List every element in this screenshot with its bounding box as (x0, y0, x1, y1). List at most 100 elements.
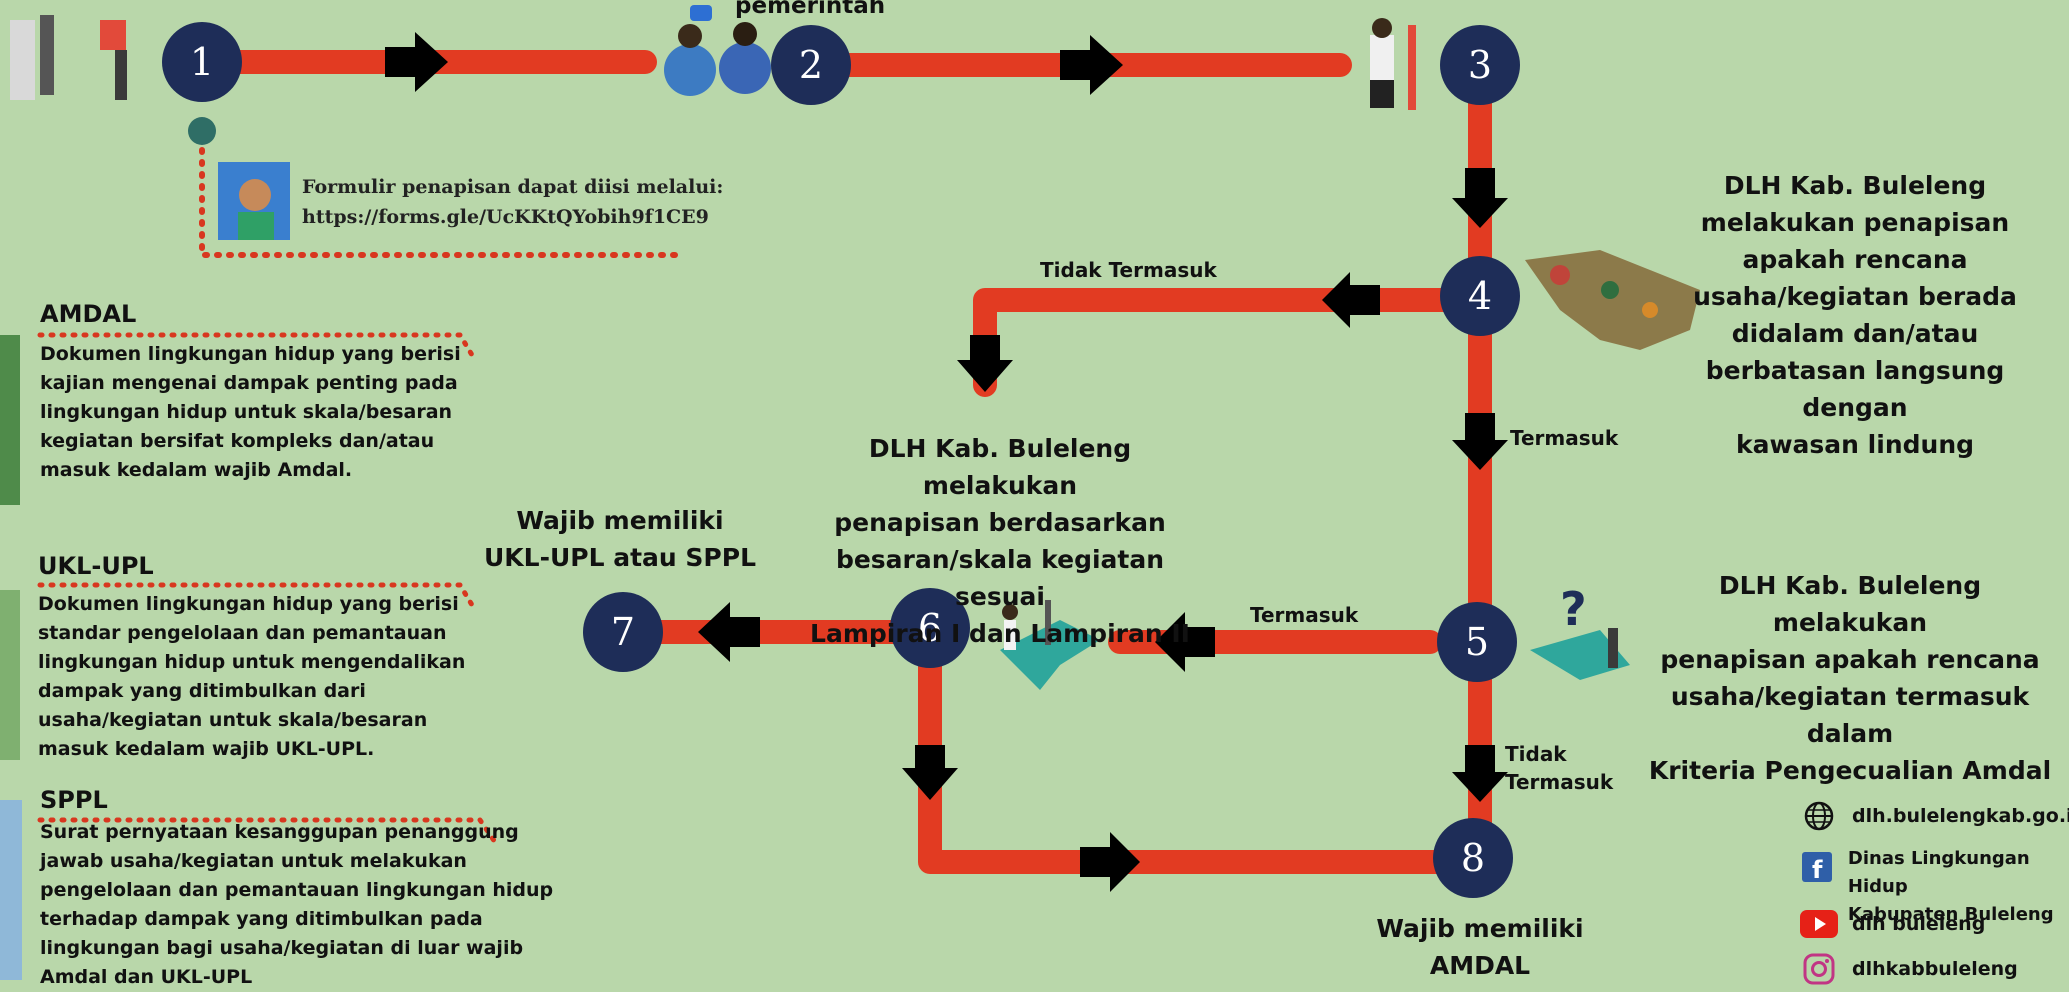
step5-description: DLH Kab. Buleleng melakukan penapisan ap… (1640, 567, 2060, 789)
step6-description: DLH Kab. Buleleng melakukan penapisan be… (790, 430, 1210, 652)
youtube-icon (1800, 908, 1838, 940)
sppl-title: SPPL (40, 786, 108, 814)
arrow-down (1452, 168, 1508, 228)
top-text-fragment: pemerintah (735, 0, 886, 19)
svg-text:?: ? (1560, 582, 1587, 636)
step7-line: UKL-UPL atau SPPL (483, 543, 756, 572)
step-number: 6 (917, 606, 943, 650)
ukl-upl-body: Dokumen lingkungan hidup yang berisi sta… (38, 590, 465, 764)
facebook-icon: f (1800, 851, 1834, 883)
arrow-right (1060, 35, 1123, 95)
arrow-left (698, 602, 760, 662)
form-note-link[interactable]: https://forms.gle/UcKKtQYobih9f1CE9 (302, 206, 709, 228)
support-illustration (218, 162, 290, 240)
illustrations: ? (0, 5, 1700, 980)
step-number: 5 (1464, 620, 1490, 664)
step-node-4: 4 (1440, 256, 1520, 336)
sppl-line: Surat pernyataan kesanggupan penanggung (40, 821, 519, 843)
edge-label-tidak: Tidak (1505, 742, 1567, 766)
step4-line: berbatasan langsung dengan (1705, 356, 2005, 422)
ukl-upl-definition: UKL-UPL Dokumen lingkungan hidup yang be… (38, 552, 465, 764)
amdal-line: masuk kedalam wajib Amdal. (40, 459, 353, 481)
amdal-line: Dokumen lingkungan hidup yang berisi (40, 343, 461, 365)
ukl-upl-line: lingkungan hidup untuk mengendalikan (38, 651, 466, 673)
ukl-upl-line: usaha/kegiatan untuk skala/besaran (38, 709, 428, 731)
sppl-definition: SPPL Surat pernyataan kesanggupan penang… (40, 786, 553, 992)
social-web[interactable]: dlh.bulelengkab.go.id (1800, 800, 2069, 832)
edge-6-8 (918, 620, 1452, 874)
step6-line: Lampiran I dan Lampiran II (810, 619, 1190, 648)
dotted-connector (188, 117, 216, 145)
step8-description: Wajib memiliki AMDAL (1340, 910, 1620, 984)
ukl-upl-title: UKL-UPL (38, 552, 154, 580)
map-illustration (1525, 250, 1700, 350)
amdal-line: lingkungan hidup untuk skala/besaran (40, 401, 453, 423)
sppl-line: terhadap dampak yang ditimbulkan pada (40, 908, 483, 930)
ukl-upl-line: Dokumen lingkungan hidup yang berisi (38, 593, 459, 615)
ukl-upl-line: dampak yang ditimbulkan dari (38, 680, 366, 702)
social-youtube[interactable]: dlh buleleng (1800, 908, 1985, 940)
instagram-icon (1800, 953, 1838, 985)
step4-line: melakukan penapisan (1700, 208, 2010, 237)
step5-line: penapisan apakah rencana (1660, 645, 2040, 674)
social-facebook[interactable]: f Dinas Lingkungan Hidup Kabupaten Bulel… (1800, 845, 2069, 929)
step4-line: kawasan lindung (1735, 430, 1975, 459)
side-green-decor (0, 335, 22, 980)
sppl-dots (37, 817, 498, 845)
step-number: 8 (1460, 836, 1486, 880)
step6-line: penapisan berdasarkan (834, 508, 1166, 537)
step4-description: DLH Kab. Buleleng melakukan penapisan ap… (1690, 167, 2020, 463)
step8-line: Wajib memiliki (1376, 914, 1584, 943)
step-node-5: 5 (1437, 602, 1517, 682)
facebook-text: Dinas Lingkungan Hidup Kabupaten Bulelen… (1848, 845, 2069, 929)
amdal-definition: AMDAL Dokumen lingkungan hidup yang beri… (40, 300, 461, 485)
step-number: 4 (1467, 274, 1493, 318)
step-node-1: 1 (162, 22, 242, 102)
discussion-illustration (664, 5, 771, 96)
step6-line: DLH Kab. Buleleng melakukan (868, 434, 1132, 500)
step4-line: usaha/kegiatan berada (1693, 282, 2017, 311)
crossroads-illustration (1000, 600, 1100, 690)
step5-line: Kriteria Pengecualian Amdal (1648, 756, 2052, 785)
ukl-dots (37, 582, 478, 613)
step4-line: didalam dan/atau (1731, 319, 1979, 348)
step-node-6: 6 (890, 588, 970, 668)
step5-line: DLH Kab. Buleleng melakukan (1718, 571, 1982, 637)
step-node-7: 7 (583, 592, 663, 672)
step6-line: besaran/skala kegiatan sesuai (835, 545, 1165, 611)
step4-line: apakah rencana (1742, 245, 1968, 274)
youtube-text: dlh buleleng (1852, 913, 1986, 935)
sppl-line: lingkungan bagi usaha/kegiatan di luar w… (40, 937, 524, 959)
amdal-line: kegiatan bersifat kompleks dan/atau (40, 430, 435, 452)
sppl-body: Surat pernyataan kesanggupan penanggung … (40, 818, 553, 992)
amdal-dots (37, 332, 478, 363)
step-number: 1 (189, 40, 215, 84)
sppl-line: jawab usaha/kegiatan untuk melakukan (40, 850, 467, 872)
step-node-3: 3 (1440, 25, 1520, 105)
arrow-down (1452, 413, 1508, 470)
edge-label-termasuk-mid: Termasuk (1250, 603, 1359, 627)
step7-line: Wajib memiliki (516, 506, 724, 535)
step-number: 7 (610, 610, 636, 654)
amdal-line: kajian mengenai dampak penting pada (40, 372, 458, 394)
arrow-down (957, 335, 1013, 392)
arrow-down (902, 745, 958, 800)
ukl-upl-line: masuk kedalam wajib UKL-UPL. (38, 738, 375, 760)
globe-icon (1800, 800, 1838, 832)
sppl-line: pengelolaan dan pemantauan lingkungan hi… (40, 879, 554, 901)
edge-label-tidak-termasuk: Tidak Termasuk (1040, 258, 1217, 282)
step4-line: DLH Kab. Buleleng (1723, 171, 1987, 200)
step8-line: AMDAL (1429, 951, 1531, 980)
form-note-line1: Formulir penapisan dapat diisi melalui: (302, 176, 724, 198)
office-people-illustration (10, 15, 127, 100)
arrow-right (385, 32, 448, 92)
arrow-left (1155, 612, 1215, 672)
step-node-2: 2 (771, 25, 851, 105)
edge-label-termasuk: Termasuk (1510, 426, 1619, 450)
social-instagram[interactable]: dlhkabbuleleng (1800, 953, 2018, 985)
presenter-illustration (1370, 18, 1416, 110)
edge-label-termasuk-bottom: Termasuk (1505, 770, 1614, 794)
instagram-text: dlhkabbuleleng (1852, 958, 2018, 980)
ukl-upl-line: standar pengelolaan dan pemantauan (38, 622, 447, 644)
